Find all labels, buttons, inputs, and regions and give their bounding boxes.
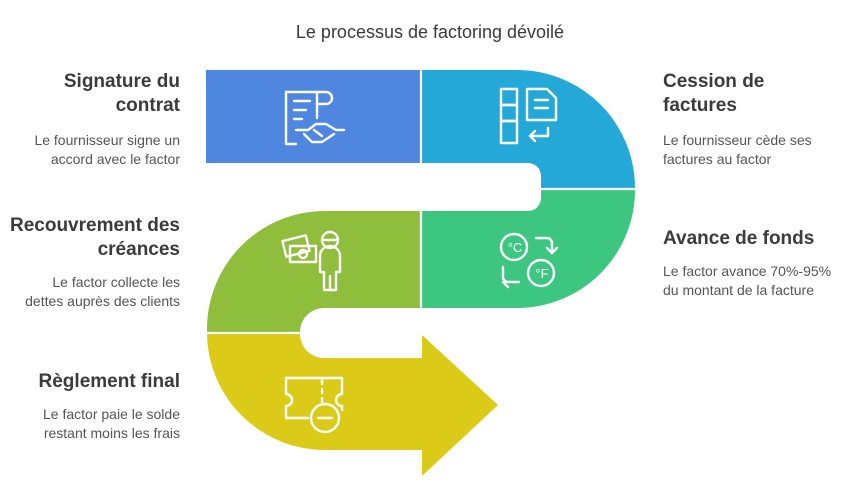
step4-title: Recouvrement des créances	[5, 214, 180, 262]
step4-description: Le factor collecte les dettes auprès des…	[5, 273, 180, 311]
step3-title-line1: Avance de fonds	[663, 228, 815, 249]
step3-title: Avance de fonds	[663, 227, 853, 251]
step1-title-line2: contrat	[115, 95, 180, 116]
currency-f-glyph: °F	[535, 266, 548, 281]
step2-desc-line2: factures au factor	[663, 151, 772, 167]
step5-description: Le factor paie le solde restant moins le…	[5, 405, 180, 443]
page-title: Le processus de factoring dévoilé	[295, 22, 565, 42]
step1-desc-line1: Le fournisseur signe un	[34, 132, 180, 148]
step3-shape	[422, 190, 635, 308]
step3-desc-line1: Le factor avance 70%-95%	[663, 263, 832, 279]
step1-description: Le fournisseur signe un accord avec le f…	[5, 131, 180, 169]
step2-shape	[422, 70, 635, 188]
step4-title-line1: Recouvrement des	[9, 215, 180, 236]
document-transfer-icon	[499, 87, 558, 145]
step2-title: Cession de factures	[663, 70, 853, 118]
step3-description: Le factor avance 70%-95% du montant de l…	[663, 262, 853, 300]
step4-desc-line1: Le factor collecte les	[52, 274, 180, 290]
step4-shape	[207, 211, 420, 332]
step1-shape	[206, 70, 420, 163]
currency-c-glyph: °C	[508, 240, 523, 255]
contract-handshake-icon	[284, 90, 346, 146]
step2-description: Le fournisseur cède ses factures au fact…	[663, 131, 853, 169]
ticket-minus-icon	[284, 376, 344, 434]
currency-exchange-icon	[499, 232, 559, 289]
step4-title-line2: créances	[97, 239, 180, 260]
step2-title-line1: Cession de	[663, 71, 765, 92]
step1-desc-line2: accord avec le factor	[50, 151, 180, 167]
step2-title-line2: factures	[663, 95, 737, 116]
step2-desc-line1: Le fournisseur cède ses	[663, 132, 812, 148]
step1-title: Signature du contrat	[5, 70, 180, 118]
step1-title-line1: Signature du	[63, 71, 180, 92]
step5-title-line1: Règlement final	[38, 371, 180, 392]
step5-shape	[207, 334, 498, 476]
step5-desc-line1: Le factor paie le solde	[43, 406, 180, 422]
step5-title: Règlement final	[5, 370, 180, 394]
step4-desc-line2: dettes auprès des clients	[25, 293, 180, 309]
collector-money-icon	[281, 230, 342, 292]
step3-desc-line2: du montant de la facture	[663, 282, 814, 298]
step5-desc-line2: restant moins les frais	[43, 425, 180, 441]
